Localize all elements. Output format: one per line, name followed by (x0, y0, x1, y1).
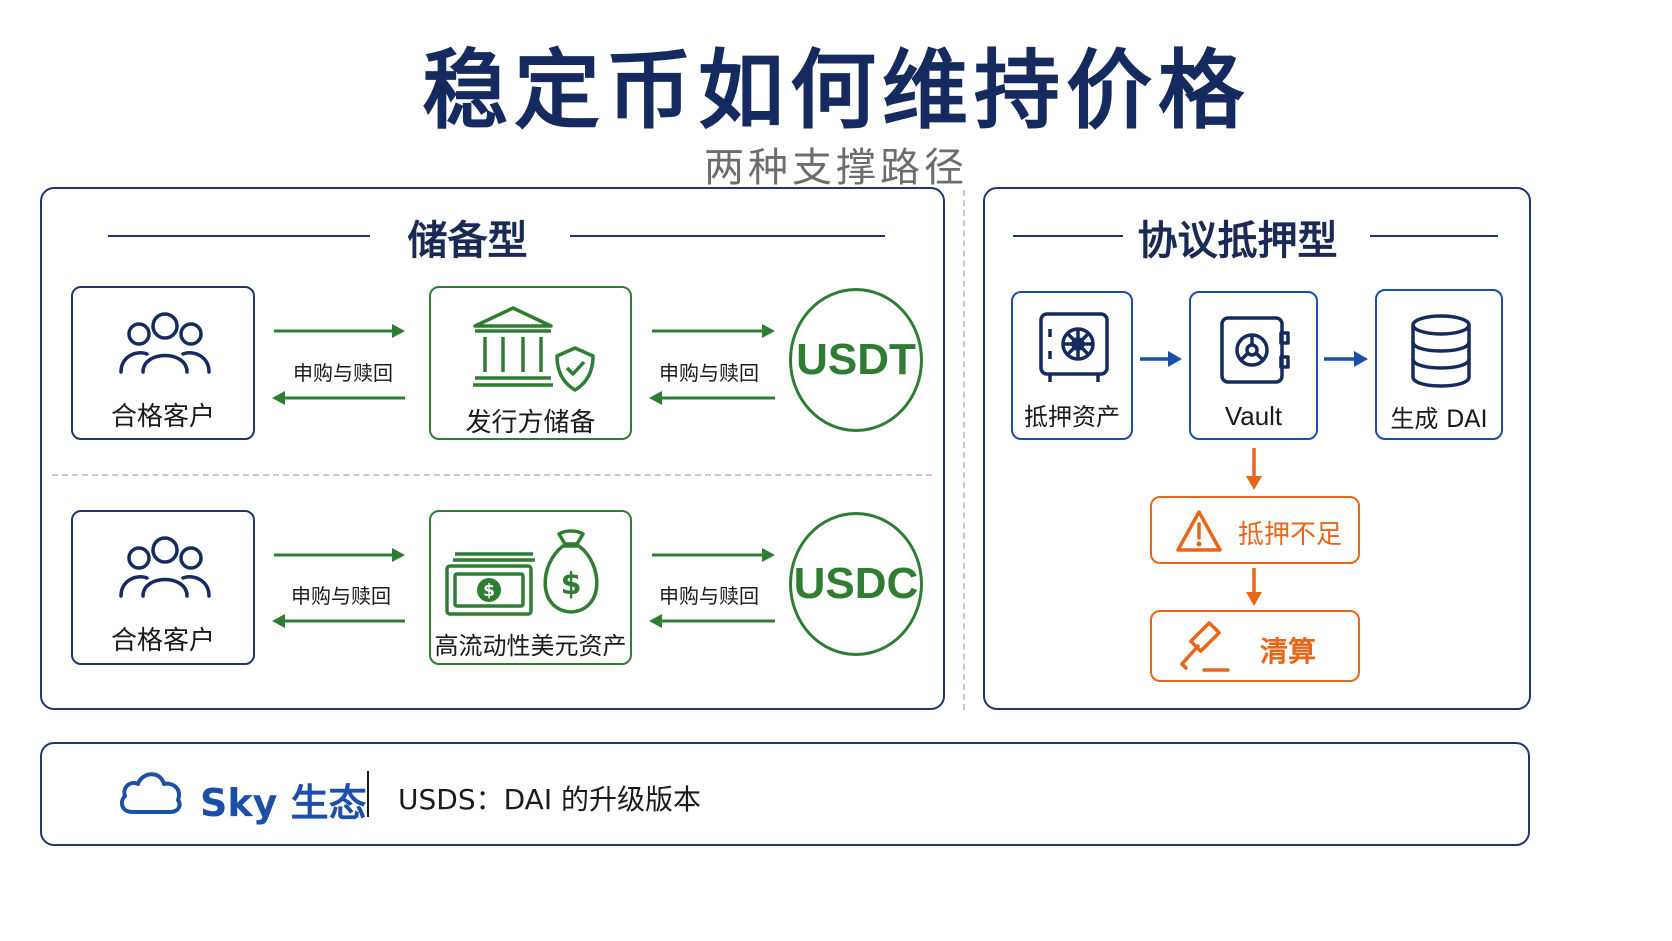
subscribe-redeem-label: 申购与赎回 (291, 584, 391, 608)
client-label: 合格客户 (110, 402, 215, 432)
collateral-heading-line-right (1370, 235, 1498, 237)
collateral-asset-card: 抵押资产 (1011, 291, 1133, 440)
cloud-icon (119, 772, 182, 814)
page-title: 稳定币如何维持价格 (422, 41, 1250, 141)
vault-card: Vault (1189, 291, 1318, 440)
vault-label: Vault (1224, 401, 1283, 431)
database-icon (1411, 314, 1471, 388)
generate-dai-card: 生成 DAI (1375, 289, 1503, 440)
arrow-right-icon (1140, 351, 1182, 367)
arrow-left-icon (272, 614, 405, 628)
subscribe-redeem-label: 申购与赎回 (659, 584, 759, 608)
liquid-assets-label: 高流动性美元资产 (434, 632, 627, 660)
bank-shield-icon (473, 306, 595, 392)
liquidation-label: 清算 (1260, 635, 1317, 668)
client-label: 合格客户 (110, 626, 215, 656)
sky-ecosystem-title: Sky 生态 (200, 781, 367, 825)
arrow-down-icon (1246, 448, 1262, 490)
footer-separator (367, 771, 369, 817)
safe-icon (1039, 312, 1109, 382)
arrow-left-icon (272, 391, 405, 405)
collateral-heading-line-left (1013, 235, 1123, 237)
row-divider (52, 474, 932, 476)
client-card: 合格客户 (71, 510, 255, 665)
collateral-asset-label: 抵押资产 (1024, 403, 1120, 431)
undercollateralized-label: 抵押不足 (1238, 520, 1343, 550)
arrow-right-icon (1324, 351, 1368, 367)
arrow-right-icon (652, 548, 775, 562)
arrow-right-icon (652, 324, 775, 338)
arrow-left-icon (649, 391, 775, 405)
liquid-assets-card: $ $ 高流动性美元资产 (429, 510, 632, 665)
page-subtitle: 两种支撑路径 (704, 145, 968, 191)
arrow-right-icon (274, 324, 405, 338)
svg-text:$: $ (561, 567, 582, 602)
issuer-reserve-label: 发行方储备 (465, 408, 596, 438)
subscribe-redeem-label: 申购与赎回 (659, 361, 759, 385)
usdc-coin: USDC (789, 512, 923, 656)
arrow-down-icon (1246, 568, 1262, 606)
client-card: 合格客户 (71, 286, 255, 440)
gavel-icon (1180, 621, 1230, 672)
subscribe-redeem-label: 申购与赎回 (293, 361, 393, 385)
usdt-coin: USDT (789, 288, 923, 432)
arrow-right-icon (274, 548, 405, 562)
svg-text:$: $ (483, 581, 495, 601)
people-icon (119, 536, 211, 598)
generate-dai-label: 生成 DAI (1390, 405, 1488, 433)
reserve-heading-line-left (108, 235, 370, 237)
usds-description: USDS：DAI 的升级版本 (398, 783, 701, 816)
reserve-heading-line-right (570, 235, 885, 237)
panel-divider (963, 190, 965, 710)
collateral-heading: 协议抵押型 (1137, 218, 1338, 264)
vault-icon (1220, 316, 1290, 384)
warning-icon (1176, 510, 1222, 552)
reserve-heading: 储备型 (407, 218, 528, 264)
sky-ecosystem-bar (40, 742, 1530, 846)
issuer-reserve-card: 发行方储备 (429, 286, 632, 440)
people-icon (119, 312, 211, 374)
undercollateralized-card: 抵押不足 (1150, 496, 1360, 564)
arrow-left-icon (649, 614, 775, 628)
cash-moneybag-icon: $ $ (445, 529, 599, 616)
liquidation-card: 清算 (1150, 610, 1360, 682)
